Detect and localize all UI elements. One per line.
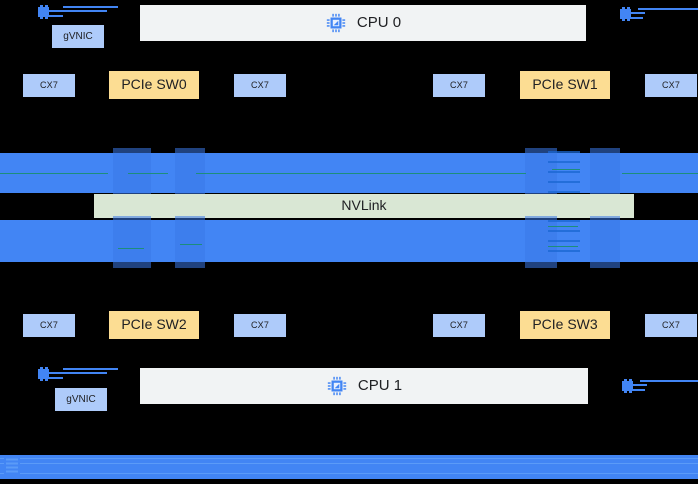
cx7-label: CX7 (449, 319, 469, 330)
network-cable-icon (622, 378, 698, 399)
pcie-switch-1[interactable]: PCIe SW1 (520, 71, 610, 99)
cpu0-label: CPU 0 (356, 13, 402, 31)
gvnic-label: gVNIC (63, 31, 93, 42)
gvnic-node-top-left[interactable]: gVNIC (52, 25, 104, 48)
cx7-label: CX7 (449, 79, 469, 90)
network-cable-icon (620, 6, 698, 27)
cpu1-label: CPU 1 (357, 376, 403, 394)
cx7-adapter-7[interactable]: CX7 (645, 314, 697, 337)
pcie-switch-label: PCIe SW3 (532, 316, 598, 333)
nvlink-bar[interactable]: NVLink (94, 194, 634, 218)
pcie-switch-label: PCIe SW1 (532, 76, 598, 93)
network-fabric-rail (0, 455, 698, 479)
pcie-switch-3[interactable]: PCIe SW3 (520, 311, 610, 339)
network-switch-icon (2, 454, 38, 484)
cx7-label: CX7 (250, 319, 270, 330)
cx7-adapter-0[interactable]: CX7 (23, 74, 75, 97)
cpu-chip-icon (326, 375, 348, 397)
gpu-mesh-band-upper (0, 148, 698, 198)
nvlink-label: NVLink (341, 197, 387, 214)
cx7-label: CX7 (39, 319, 59, 330)
gvnic-label: gVNIC (66, 394, 96, 405)
cpu0-node[interactable]: CPU 0 (140, 5, 586, 41)
cpu1-node[interactable]: CPU 1 (140, 368, 588, 404)
network-cable-icon (38, 4, 118, 25)
cx7-label: CX7 (661, 319, 681, 330)
gvnic-node-bottom-left[interactable]: gVNIC (55, 388, 107, 411)
cpu-chip-icon (325, 12, 347, 34)
pcie-switch-label: PCIe SW2 (121, 316, 187, 333)
cx7-adapter-1[interactable]: CX7 (234, 74, 286, 97)
cx7-adapter-2[interactable]: CX7 (433, 74, 485, 97)
cx7-adapter-5[interactable]: CX7 (234, 314, 286, 337)
gpu-mesh-band-lower (0, 216, 698, 268)
cx7-adapter-6[interactable]: CX7 (433, 314, 485, 337)
cx7-label: CX7 (250, 79, 270, 90)
cx7-adapter-4[interactable]: CX7 (23, 314, 75, 337)
cx7-label: CX7 (39, 79, 59, 90)
pcie-switch-2[interactable]: PCIe SW2 (109, 311, 199, 339)
pcie-switch-label: PCIe SW0 (121, 76, 187, 93)
cx7-adapter-3[interactable]: CX7 (645, 74, 697, 97)
pcie-switch-0[interactable]: PCIe SW0 (109, 71, 199, 99)
network-cable-icon (38, 366, 118, 387)
cx7-label: CX7 (661, 79, 681, 90)
